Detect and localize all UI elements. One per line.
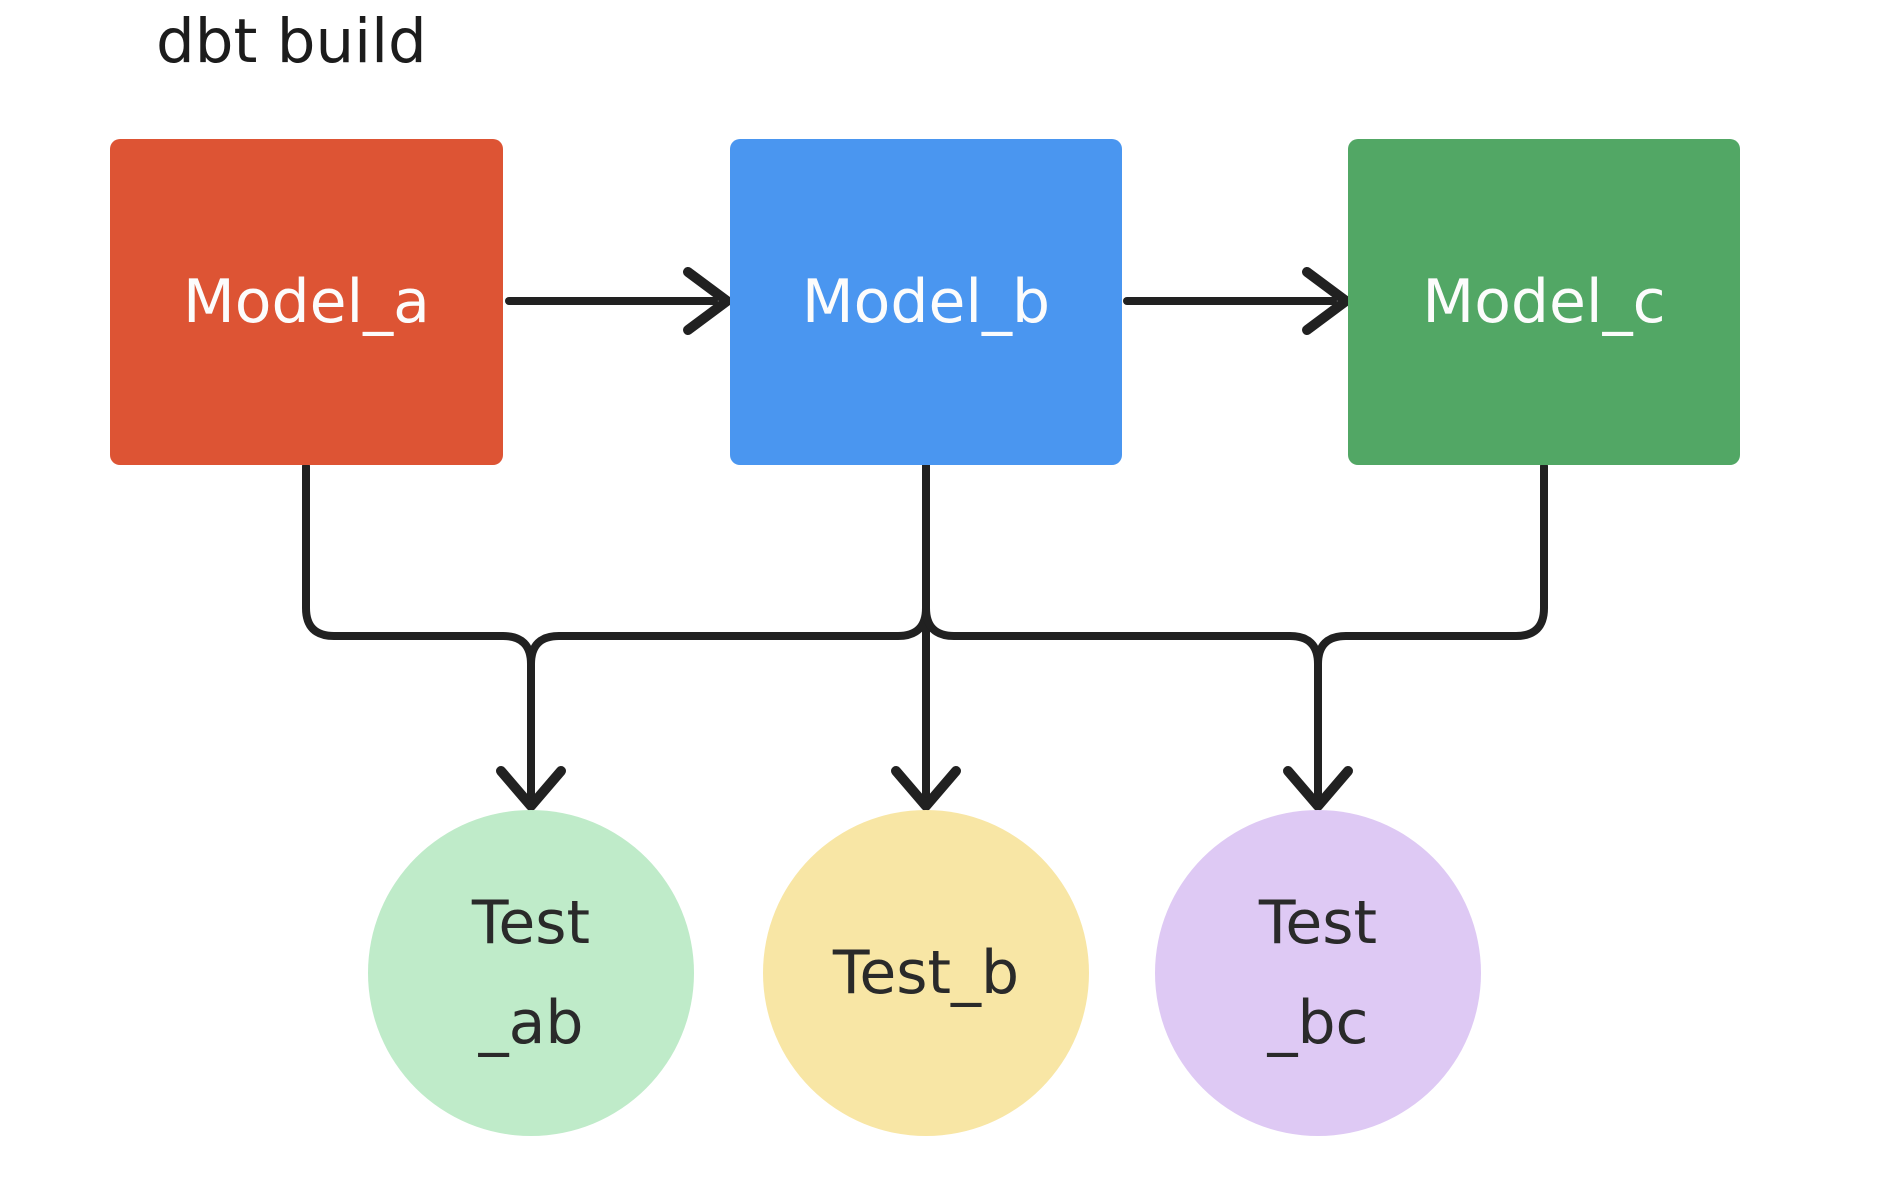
node-test-bc-label-line1: Test	[1258, 888, 1378, 958]
arrowhead	[1283, 766, 1353, 811]
arrowhead	[683, 267, 732, 335]
node-test-ab: Test _ab	[368, 810, 694, 1136]
node-model-b-label: Model_b	[801, 267, 1051, 337]
node-test-ab-label-line1: Test	[471, 888, 591, 958]
edge-line	[302, 462, 535, 801]
node-model-c: Model_c	[1348, 139, 1740, 465]
edge-model-b-to-model-c	[1123, 267, 1351, 335]
edge-line	[527, 462, 930, 801]
node-model-b: Model_b	[730, 139, 1122, 465]
edge-line	[922, 462, 1322, 801]
node-test-b: Test_b	[763, 810, 1089, 1136]
node-model-a-label: Model_a	[183, 267, 430, 337]
arrowhead	[1302, 267, 1351, 335]
node-test-bc: Test _bc	[1155, 810, 1481, 1136]
edge-model-b-to-test-ab	[527, 462, 930, 801]
node-test-bc-label-line2: _bc	[1267, 988, 1369, 1058]
edge-model-b-to-test-bc	[922, 462, 1322, 801]
arrowhead	[891, 766, 961, 811]
edge-line	[1314, 462, 1548, 801]
node-test-ab-label-line2: _ab	[478, 988, 584, 1058]
node-model-c-label: Model_c	[1422, 267, 1666, 337]
arrowhead	[496, 766, 566, 811]
edge-model-a-to-model-b	[505, 267, 732, 335]
diagram-title: dbt build	[156, 6, 427, 77]
node-test-b-label-line1: Test_b	[832, 938, 1020, 1008]
node-model-a: Model_a	[110, 139, 503, 465]
edge-model-a-to-test-ab	[302, 462, 535, 801]
edge-model-c-to-test-bc	[1314, 462, 1548, 801]
